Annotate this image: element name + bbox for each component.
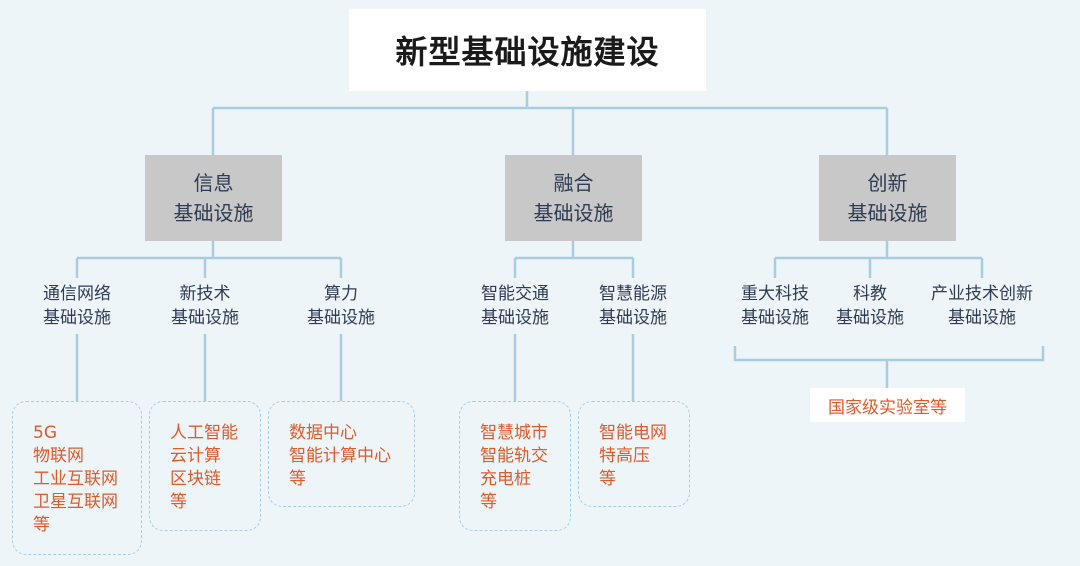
- subcategory-label: 基础设施: [307, 308, 375, 328]
- example-item: 卫星互联网: [33, 492, 118, 512]
- example-item: 物联网: [33, 446, 84, 466]
- subcategory-label: 算力: [324, 284, 358, 304]
- category-label: 基础设施: [533, 201, 614, 225]
- example-item: 数据中心: [289, 423, 357, 443]
- subcategory-label: 智慧能源: [599, 284, 667, 304]
- example-item: 智能电网: [599, 423, 667, 443]
- example-item: 充电桩: [480, 469, 531, 489]
- examples-new-tech: 人工智能 云计算 区块链 等: [149, 401, 261, 531]
- examples-smart-transport: 智慧城市 智能轨交 充电桩 等: [459, 401, 571, 531]
- example-item: 人工智能: [170, 423, 238, 443]
- example-item: 智能轨交: [480, 446, 548, 466]
- subcategory-label: 通信网络: [43, 284, 111, 304]
- subcategory-smart-transport: 智能交通 基础设施: [465, 282, 565, 330]
- subcategory-label: 基础设施: [481, 308, 549, 328]
- example-item: 云计算: [170, 446, 221, 466]
- subcategory-label: 产业技术创新: [931, 284, 1033, 304]
- example-item: 5G: [33, 423, 57, 443]
- category-label: 创新: [867, 171, 908, 195]
- category-label: 基础设施: [847, 201, 928, 225]
- subcategory-label: 科教: [853, 284, 887, 304]
- example-item: 等: [170, 492, 187, 512]
- category-fusion: 融合 基础设施: [505, 155, 642, 241]
- example-item: 特高压: [599, 446, 650, 466]
- examples-smart-energy: 智能电网 特高压 等: [578, 401, 690, 507]
- category-innovation: 创新 基础设施: [819, 155, 956, 241]
- example-item: 区块链: [170, 469, 221, 489]
- examples-computing: 数据中心 智能计算中心 等: [268, 401, 415, 507]
- subcategory-new-tech: 新技术 基础设施: [155, 282, 255, 330]
- subcategory-label: 智能交通: [481, 284, 549, 304]
- subcategory-science-education: 科教 基础设施: [820, 282, 920, 330]
- subcategory-major-sci-tech: 重大科技 基础设施: [725, 282, 825, 330]
- example-item: 等: [33, 515, 50, 535]
- subcategory-label: 基础设施: [741, 308, 809, 328]
- subcategory-computing: 算力 基础设施: [291, 282, 391, 330]
- example-item: 等: [599, 469, 616, 489]
- examples-innovation-shared: 国家级实验室等: [810, 388, 965, 422]
- category-label: 信息: [193, 171, 234, 195]
- subcategory-label: 基础设施: [171, 308, 239, 328]
- category-label: 基础设施: [173, 201, 254, 225]
- example-item: 等: [480, 492, 497, 512]
- bracket: [733, 346, 1045, 362]
- category-label: 融合: [553, 171, 594, 195]
- examples-comm-network: 5G 物联网 工业互联网 卫星互联网 等: [12, 401, 142, 555]
- example-item: 智能计算中心: [289, 446, 391, 466]
- example-item: 智慧城市: [480, 423, 548, 443]
- subcategory-comm-network: 通信网络 基础设施: [27, 282, 127, 330]
- subcategory-label: 基础设施: [836, 308, 904, 328]
- subcategory-industrial-innovation: 产业技术创新 基础设施: [917, 282, 1047, 330]
- subcategory-label: 新技术: [179, 284, 231, 304]
- subcategory-label: 基础设施: [599, 308, 667, 328]
- subcategory-label: 重大科技: [741, 284, 809, 304]
- subcategory-smart-energy: 智慧能源 基础设施: [583, 282, 683, 330]
- subcategory-label: 基础设施: [948, 308, 1016, 328]
- category-info: 信息 基础设施: [145, 155, 282, 241]
- example-item: 等: [289, 469, 306, 489]
- subcategory-label: 基础设施: [43, 308, 111, 328]
- diagram-title: 新型基础设施建设: [349, 9, 706, 91]
- example-item: 工业互联网: [33, 469, 118, 489]
